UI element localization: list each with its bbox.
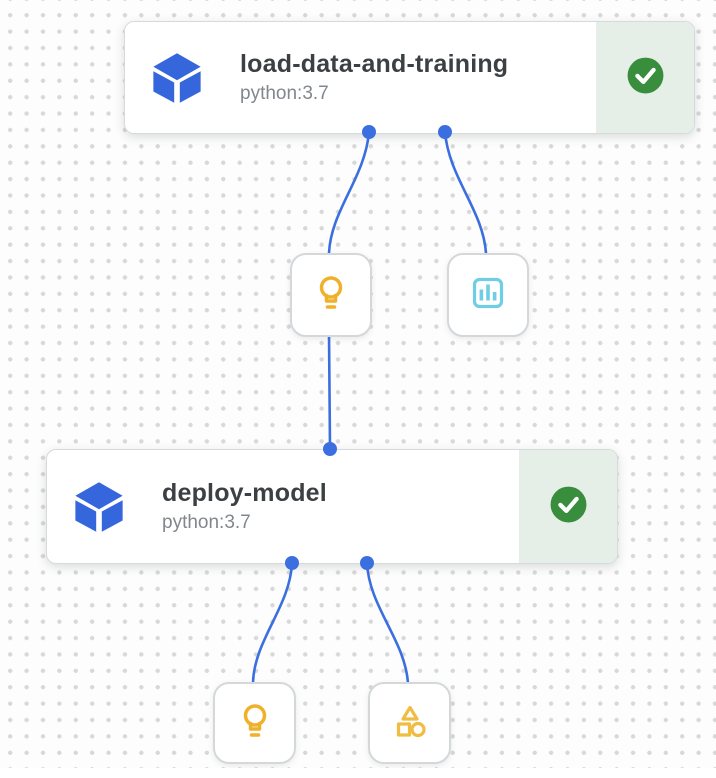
artifact-node-shapes[interactable] [368,682,451,764]
lightbulb-icon [311,273,351,318]
status-success-section [519,450,617,563]
component-cube-icon [150,51,204,105]
check-circle-icon [548,484,589,530]
lightbulb-icon [235,701,275,746]
edge [251,562,294,684]
task-node-deploy-model[interactable]: deploy-model python:3.7 [46,449,618,564]
artifact-node-metrics[interactable] [213,682,296,764]
artifact-node-visualization[interactable] [447,253,529,337]
task-node-load-data-and-training[interactable]: load-data-and-training python:3.7 [124,21,695,134]
check-circle-icon [625,55,666,101]
artifact-node-metrics[interactable] [290,253,372,337]
edge [365,562,410,684]
task-subtitle: python:3.7 [240,83,329,104]
shapes-icon [390,701,430,746]
component-cube-icon [72,480,126,534]
edge [443,131,488,254]
edge [327,332,332,450]
bar-chart-icon [468,273,508,318]
edge [327,131,371,254]
task-title: deploy-model [162,479,327,507]
canvas-bottom-edge [0,768,716,778]
task-title: load-data-and-training [240,50,509,78]
task-subtitle: python:3.7 [162,512,251,533]
status-success-section [596,22,694,133]
